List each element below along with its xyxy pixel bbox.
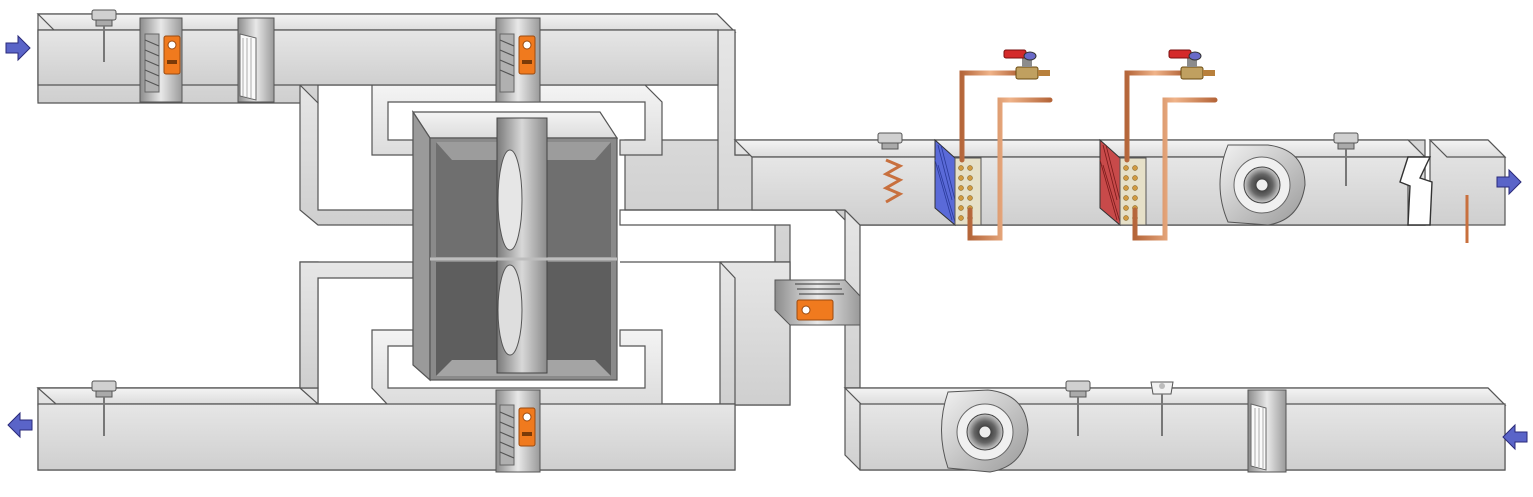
recirculation-damper [775, 280, 860, 325]
exhaust-fan [942, 390, 1029, 472]
rotary-heat-exchanger [413, 112, 617, 380]
bypass-damper [496, 18, 540, 102]
exhaust-damper [496, 390, 540, 472]
supply-duct-front [752, 157, 1408, 225]
return-air-filter [1248, 390, 1286, 472]
valve-handle [1004, 50, 1026, 58]
exhaust-air-duct-top [38, 388, 318, 404]
supply-air-duct-top [735, 140, 1425, 157]
valve-handle [1169, 50, 1191, 58]
wheel-to-exhaust-duct [300, 262, 413, 388]
return-air-inlet-arrow-icon [1503, 425, 1527, 449]
exhaust-duct-front [38, 404, 735, 470]
exhaust-air-outlet-arrow-icon [8, 413, 32, 437]
rotor-wheel-face [498, 150, 522, 250]
intake-damper [140, 18, 182, 102]
supply-fan [1220, 145, 1305, 225]
outdoor-air-filter [238, 18, 274, 102]
return-air-duct-top [845, 388, 1505, 405]
outdoor-air-inlet-arrow-icon [6, 36, 30, 60]
